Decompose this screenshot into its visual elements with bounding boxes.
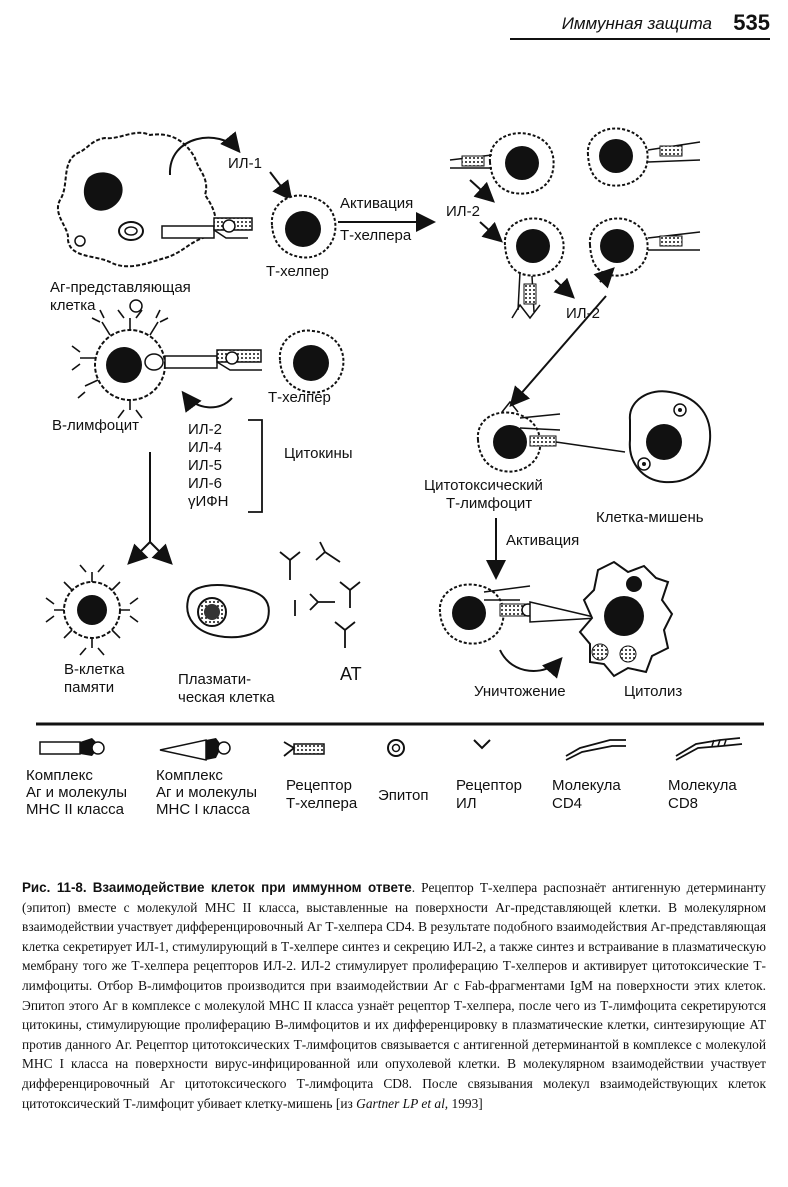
target-cell xyxy=(628,390,712,484)
b-lymphocyte-cell xyxy=(71,299,218,419)
il-receptor-icon xyxy=(473,739,491,750)
caption-body: . Рецептор Т-хелпера распознаёт антигенн… xyxy=(22,880,766,1111)
legend-label: Комплекс xyxy=(26,767,93,784)
label-activation-2: Активация xyxy=(506,532,579,549)
legend-label: Т-хелпера xyxy=(286,795,358,812)
label-memory-line2: памяти xyxy=(64,679,114,696)
cytokines-list: ИЛ-2 ИЛ-4 ИЛ-5 ИЛ-6 γИФН xyxy=(188,419,263,513)
legend-label: Рецептор xyxy=(456,777,522,794)
cytokine-item: ИЛ-2 xyxy=(188,421,222,438)
figure-cell-interactions: ИЛ-1 Т-хелпер Аг-представляющая клетка А… xyxy=(26,127,764,818)
label-activation-line2: Т-хелпера xyxy=(340,227,412,244)
cytokine-item: ИЛ-4 xyxy=(188,439,222,456)
plasma-cell xyxy=(186,584,270,639)
cytokine-item: ИЛ-5 xyxy=(188,457,222,474)
legend-label: ИЛ xyxy=(456,795,477,812)
running-title: Иммунная защита xyxy=(561,14,712,33)
caption-title: Взаимодействие клеток при иммунном ответ… xyxy=(92,880,412,895)
label-apc-line2: клетка xyxy=(50,297,96,314)
t-helper-cell-2 xyxy=(216,329,345,394)
label-cytolysis: Цитолиз xyxy=(624,683,682,700)
label-destruction: Уничтожение xyxy=(474,683,566,700)
label-cytokines: Цитокины xyxy=(284,445,353,462)
label-ctl-line1: Цитотоксический xyxy=(424,477,543,494)
il2-arrow-3 xyxy=(553,277,575,299)
label-il2-a: ИЛ-2 xyxy=(446,203,480,220)
cytotoxic-t-lymphocyte xyxy=(476,400,626,473)
caption-source: Gartner LP et al, xyxy=(356,1095,449,1111)
cytokine-item: ИЛ-6 xyxy=(188,475,222,492)
legend-label: Эпитоп xyxy=(378,787,428,804)
legend-label: Рецептор xyxy=(286,777,352,794)
page-header: Иммунная защита 535 xyxy=(510,8,770,40)
legend-label: Комплекс xyxy=(156,767,223,784)
legend-label: МНС I класса xyxy=(156,801,250,818)
il2-arrow-1 xyxy=(469,179,495,203)
label-memory-line1: В-клетка xyxy=(64,661,125,678)
label-at: АТ xyxy=(340,664,362,684)
epitope-icon xyxy=(387,739,405,757)
legend-label: Молекула xyxy=(552,777,621,794)
label-target-cell: Клетка-мишень xyxy=(596,509,704,526)
label-plasma-line1: Плазмати- xyxy=(178,671,251,688)
legend-label: Аг и молекулы xyxy=(26,784,127,801)
cd8-molecule-icon xyxy=(675,737,743,761)
legend-label: CD8 xyxy=(668,795,698,812)
legend-label: Аг и молекулы xyxy=(156,784,257,801)
il2-arrow-2 xyxy=(479,221,503,243)
cytokine-arrow xyxy=(181,390,233,413)
label-t-helper-2: Т-хелпер xyxy=(268,389,331,406)
cytokine-item: γИФН xyxy=(188,493,229,510)
antibodies xyxy=(279,541,361,648)
page-number: 535 xyxy=(733,10,770,35)
caption-source-year: 1993] xyxy=(448,1095,483,1111)
label-plasma-line2: ческая клетка xyxy=(178,689,275,706)
label-activation-line1: Активация xyxy=(340,195,413,212)
label-t-helper-1: Т-хелпер xyxy=(266,263,329,280)
il1-arrow xyxy=(168,131,241,176)
legend-label: Молекула xyxy=(668,777,737,794)
label-ctl-line2: Т-лимфоцит xyxy=(446,495,532,512)
t-helper-cell-1 xyxy=(213,194,337,259)
label-il2-b: ИЛ-2 xyxy=(566,305,600,322)
antigen-presenting-cell xyxy=(57,131,217,268)
cd4-molecule-icon xyxy=(565,739,626,761)
proliferating-t-helpers xyxy=(449,127,701,320)
caption-label: Рис. 11-8. xyxy=(22,880,87,895)
legend-label: CD4 xyxy=(552,795,582,812)
mhc2-complex-icon xyxy=(39,738,105,756)
label-b-lymphocyte: В-лимфоцит xyxy=(52,417,139,434)
memory-b-cell xyxy=(45,564,139,656)
destruction-arrow xyxy=(499,649,563,679)
label-apc-line1: Аг-представляющая xyxy=(50,279,191,296)
il1-to-thelper-arrow xyxy=(269,171,293,202)
ctl-killing-target xyxy=(438,560,674,678)
t-helper-receptor-icon xyxy=(283,741,325,757)
il2-arrow-4 xyxy=(593,267,615,289)
legend-label: МНС II класса xyxy=(26,801,125,818)
mhc1-complex-icon xyxy=(159,738,231,761)
figure-caption: Рис. 11-8. Взаимодействие клеток при имм… xyxy=(22,878,766,1113)
il2-to-ctl-arrow xyxy=(509,295,607,408)
label-il1: ИЛ-1 xyxy=(228,155,262,172)
